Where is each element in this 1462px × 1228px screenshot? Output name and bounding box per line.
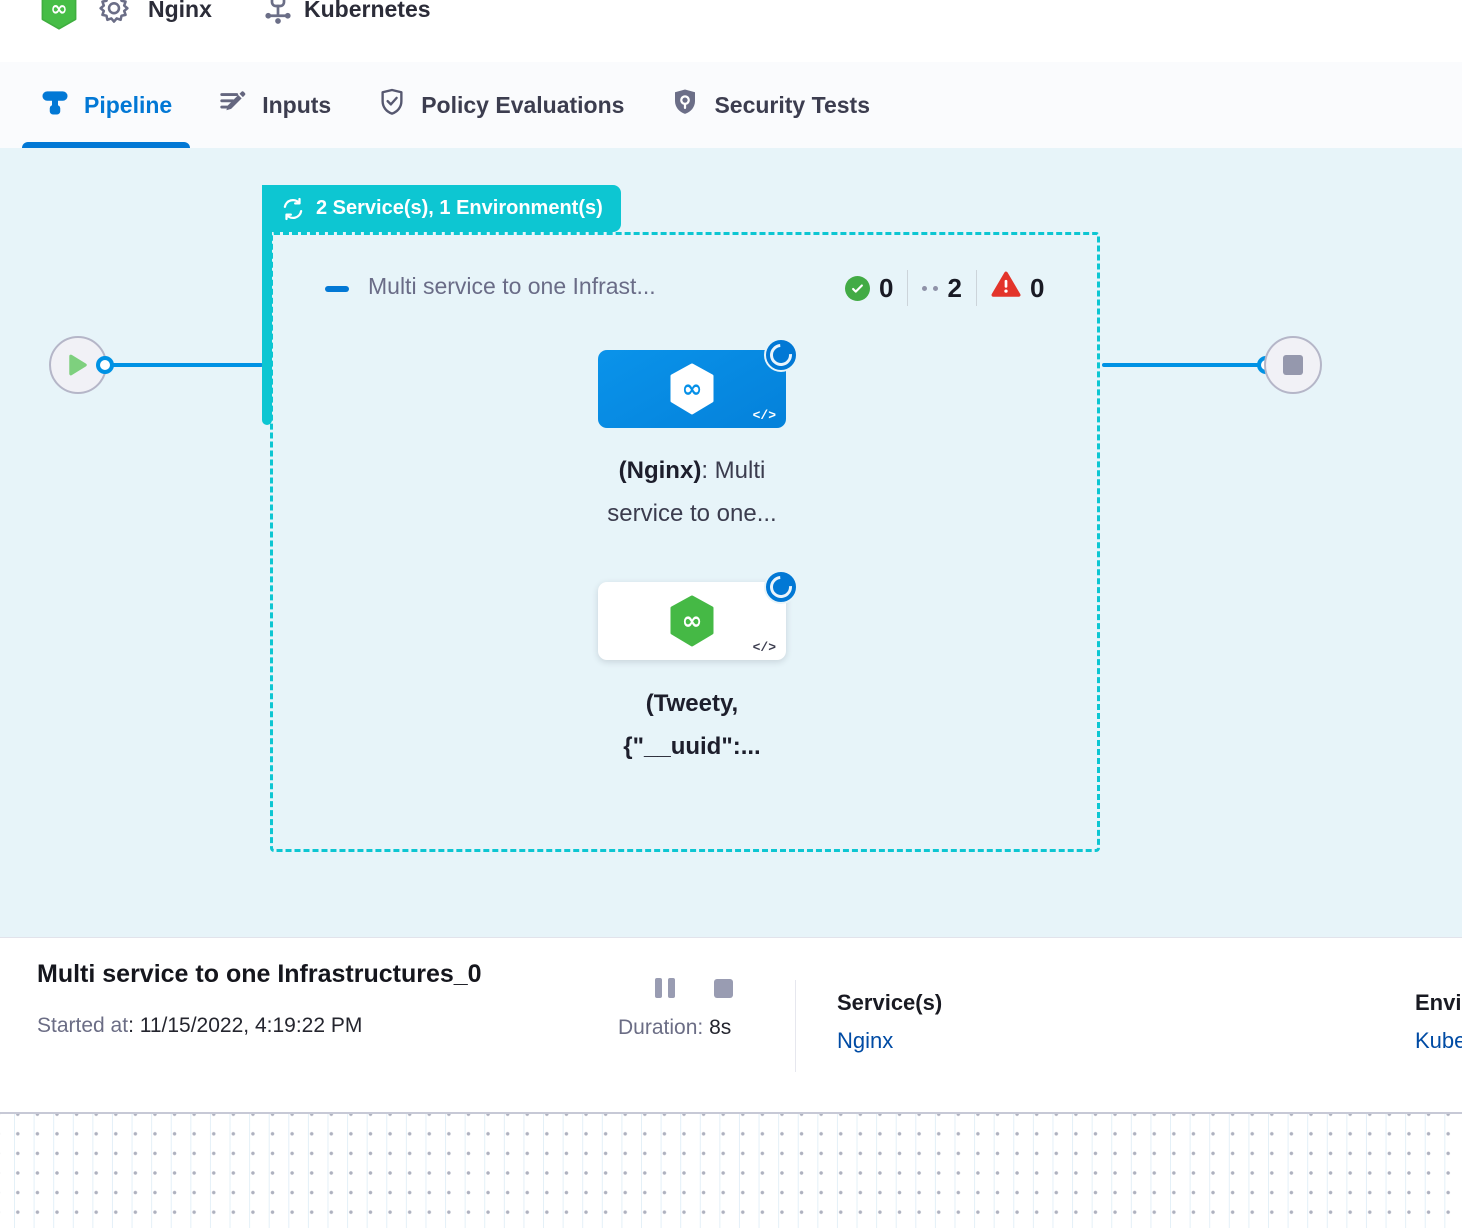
tab-pipeline-label: Pipeline (84, 91, 173, 118)
infrastructure-icon[interactable] (260, 0, 296, 32)
success-count: 0 (879, 272, 894, 303)
loop-icon (283, 197, 303, 220)
code-icon: </> (752, 640, 776, 655)
status-divider (907, 270, 909, 306)
edge-connector-dot-left (96, 356, 114, 374)
execution-title: Multi service to one Infrastructures_0 (37, 960, 482, 988)
edge-start-to-stage (107, 363, 263, 367)
collapse-stage-button[interactable] (325, 286, 349, 292)
stop-execution-button[interactable] (714, 979, 733, 998)
svg-text:∞: ∞ (682, 374, 703, 403)
stop-icon (1283, 355, 1303, 375)
service-node-tweety-label[interactable]: (Tweety, {"__uuid":... (623, 690, 761, 760)
harness-service-icon: ∞ (670, 595, 714, 647)
services-label: Service(s) (837, 990, 943, 1015)
loop-group-spine (262, 185, 272, 425)
execution-tabs: Pipeline Inputs Po (0, 62, 1462, 148)
breadcrumb-service[interactable]: Nginx (148, 0, 212, 22)
service-node-nginx[interactable]: ∞ </> (598, 350, 786, 428)
running-spinner-tweety (764, 570, 798, 604)
harness-service-icon: ∞ (670, 363, 714, 415)
running-count: 2 (947, 272, 962, 303)
gear-icon[interactable] (96, 0, 132, 32)
status-divider (975, 270, 977, 306)
svg-text:∞: ∞ (50, 0, 67, 20)
pipeline-canvas[interactable]: 2 Service(s), 1 Environment(s) Multi ser… (0, 148, 1462, 937)
inputs-icon (218, 87, 248, 123)
execution-summary-bar: Multi service to one Infrastructures_0 S… (0, 937, 1462, 1112)
pause-execution-button[interactable] (655, 978, 677, 998)
tab-inputs-label: Inputs (262, 91, 332, 118)
pipeline-icon (40, 87, 70, 123)
code-icon: </> (752, 408, 776, 423)
stage-title[interactable]: Multi service to one Infrast... (368, 273, 656, 299)
loop-group-badge[interactable]: 2 Service(s), 1 Environment(s) (262, 185, 621, 232)
duration: Duration: 8s (618, 1016, 732, 1039)
tab-pipeline[interactable]: Pipeline (22, 62, 191, 148)
stage-group-box[interactable] (270, 232, 1100, 852)
breadcrumb-environment[interactable]: Kubernetes (304, 0, 431, 22)
services-summary: Service(s) Nginx (837, 990, 942, 1054)
tab-security-tests-label: Security Tests (714, 91, 870, 118)
failed-count: 0 (1029, 272, 1045, 303)
edge-stage-to-end (1102, 363, 1266, 367)
svg-text:∞: ∞ (682, 606, 703, 635)
breadcrumb: ∞ Nginx Kubernetes (0, 0, 1462, 63)
service-node-tweety[interactable]: ∞ </> (598, 582, 786, 660)
environments-link[interactable]: Kubernetes (1415, 1028, 1462, 1053)
environments-summary: Environment(s) Kubernetes (1415, 990, 1462, 1054)
stage-status-counts: 0 2 0 (845, 270, 1044, 306)
tab-security-tests[interactable]: Security Tests (652, 62, 888, 148)
running-icon (922, 285, 939, 291)
tab-inputs[interactable]: Inputs (200, 62, 349, 148)
active-tab-indicator (22, 142, 191, 148)
service-node-nginx-label[interactable]: (Nginx): Multi service to one... (607, 457, 777, 527)
harness-logo-icon[interactable]: ∞ (40, 0, 78, 35)
loop-group-badge-label: 2 Service(s), 1 Environment(s) (316, 197, 603, 219)
shield-check-icon (377, 87, 407, 123)
running-spinner-nginx (764, 338, 798, 372)
pipeline-start-node[interactable] (49, 336, 107, 394)
started-at: Started at: 11/15/2022, 4:19:22 PM (37, 1014, 363, 1037)
success-icon (845, 275, 870, 301)
failed-icon (991, 271, 1021, 305)
services-link[interactable]: Nginx (837, 1028, 894, 1053)
play-icon (69, 354, 87, 376)
console-grid-area[interactable] (0, 1112, 1462, 1228)
environments-label: Environment(s) (1415, 990, 1462, 1015)
tab-policy-evaluations-label: Policy Evaluations (421, 91, 625, 118)
security-shield-icon (670, 87, 700, 123)
tab-policy-evaluations[interactable]: Policy Evaluations (359, 62, 642, 148)
footer-divider (795, 980, 796, 1072)
pipeline-end-node[interactable] (1264, 336, 1322, 394)
